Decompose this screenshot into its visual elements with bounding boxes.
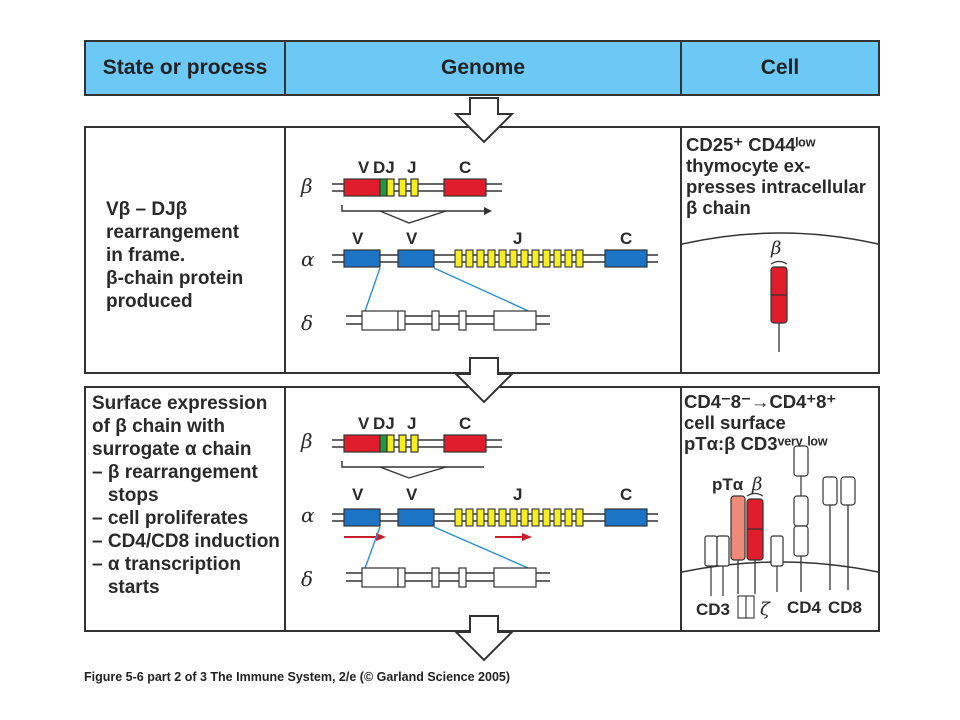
row1-cell-drawing: β [681, 232, 879, 352]
alpha-j-label-2: J [513, 485, 522, 504]
alpha-v2-label-2: V [406, 485, 418, 504]
figure-caption: Figure 5-6 part 2 of 3 The Immune System… [84, 670, 511, 684]
row1-state-text: Vβ – DJβ rearrangement in frame. β-chain… [106, 198, 281, 313]
row2-state-line: – cell proliferates [92, 508, 249, 529]
row1-state-line: Vβ – DJβ [106, 199, 188, 220]
alpha-symbol: α [301, 247, 315, 271]
row1-alpha-locus: α V V J C [301, 229, 658, 315]
row1-cell-line: thymocyte ex- [686, 155, 811, 176]
row2-cell-text: CD4⁻8⁻→CD4⁺8⁺ cell surface pTα:β CD3ᵛᵉʳʸ… [684, 391, 880, 454]
row1-beta-locus: β V DJ J C [300, 158, 502, 224]
row2-beta-locus: β V DJ J C [300, 414, 502, 479]
row1-state-line: produced [106, 291, 193, 312]
delta-symbol: δ [301, 311, 313, 335]
row2-state-line: of β chain with [92, 416, 225, 437]
flow-arrow-1 [453, 97, 515, 144]
beta-v-label-2: V [358, 414, 370, 433]
beta-c-label: C [459, 158, 471, 177]
alpha-j-label: J [513, 229, 522, 248]
row2-state-line: starts [92, 577, 160, 598]
cd4-molecule [793, 445, 809, 592]
row2-state-line: – CD4/CD8 induction [92, 531, 280, 552]
row1-state-line: in frame. [106, 245, 186, 266]
transcription-arrow-1 [344, 533, 386, 541]
row1-cell-line: β chain [686, 197, 751, 218]
pta-label: pTα [712, 475, 744, 494]
alpha-v2-label: V [406, 229, 418, 248]
row2-state-line: – β rearrangement [92, 462, 258, 483]
zeta-label: ζ [760, 599, 771, 620]
row2-cell-line: pTα:β CD3ᵛᵉʳʸ ˡᵒʷ [684, 433, 828, 454]
row1-cell-line: presses intracellular [686, 176, 866, 197]
row2-alpha-locus: α V V J C [301, 485, 658, 572]
alpha-c-label: C [620, 229, 632, 248]
row1-cell-beta-label: β [770, 238, 781, 259]
row1-state-line: rearrangement [106, 222, 240, 243]
alpha-symbol-2: α [301, 503, 315, 527]
row2-cell-line: cell surface [684, 412, 786, 433]
row1-divider-2 [680, 128, 682, 372]
row1-cell-text: CD25⁺ CD44ˡᵒʷ thymocyte ex- presses intr… [686, 134, 878, 218]
beta-v-label: V [358, 158, 370, 177]
row2-state-line: Surface expression [92, 393, 268, 414]
beta-dj-label: DJ [373, 158, 395, 177]
beta-c-label-2: C [459, 414, 471, 433]
delta-symbol-2: δ [301, 567, 313, 591]
alpha-j-segments-2 [454, 508, 584, 527]
alpha-c-label-2: C [620, 485, 632, 504]
header-state-or-process: State or process [84, 40, 286, 96]
beta-symbol-2: β [300, 429, 313, 453]
cd8-label: CD8 [828, 598, 862, 617]
row2-delta-locus: δ [301, 567, 550, 591]
cd4-label: CD4 [787, 598, 822, 617]
row2-cell-line: CD4⁻8⁻→CD4⁺8⁺ [684, 391, 837, 412]
row2-state-line: stops [92, 485, 159, 506]
alpha-v1-label: V [352, 229, 364, 248]
alpha-j-segments [454, 249, 584, 268]
header-genome: Genome [284, 40, 682, 96]
flow-arrow-3 [453, 615, 515, 662]
cd3-complex [704, 535, 784, 596]
header-cell: Cell [680, 40, 880, 96]
row2-state-text: Surface expression of β chain with surro… [92, 392, 284, 599]
surface-beta-chain [746, 492, 764, 594]
cd3-label: CD3 [696, 600, 730, 619]
row2-divider-2 [680, 388, 682, 630]
row2-cell-drawing: pTα β CD3 ζ CD4 CD8 [681, 445, 879, 620]
zeta-chain [737, 595, 755, 619]
pta-chain [730, 495, 746, 594]
row1-divider-1 [284, 128, 286, 372]
beta-dj-label-2: DJ [373, 414, 395, 433]
flow-arrow-2 [453, 357, 515, 404]
row1-delta-locus: δ [301, 310, 550, 335]
row2-state-line: – α transcription [92, 554, 241, 575]
row1-state-line: β-chain protein [106, 268, 244, 289]
beta-j-label-2: J [407, 414, 416, 433]
transcription-arrow-2 [495, 533, 532, 541]
row1-cell-line: CD25⁺ CD44ˡᵒʷ [686, 134, 816, 155]
beta-j-label: J [407, 158, 416, 177]
surface-beta-label: β [751, 474, 762, 495]
cd8-molecule [822, 476, 856, 590]
row2-state-line: surrogate α chain [92, 439, 252, 460]
row2-divider-1 [284, 388, 286, 630]
beta-symbol: β [300, 174, 313, 198]
alpha-v1-label-2: V [352, 485, 364, 504]
